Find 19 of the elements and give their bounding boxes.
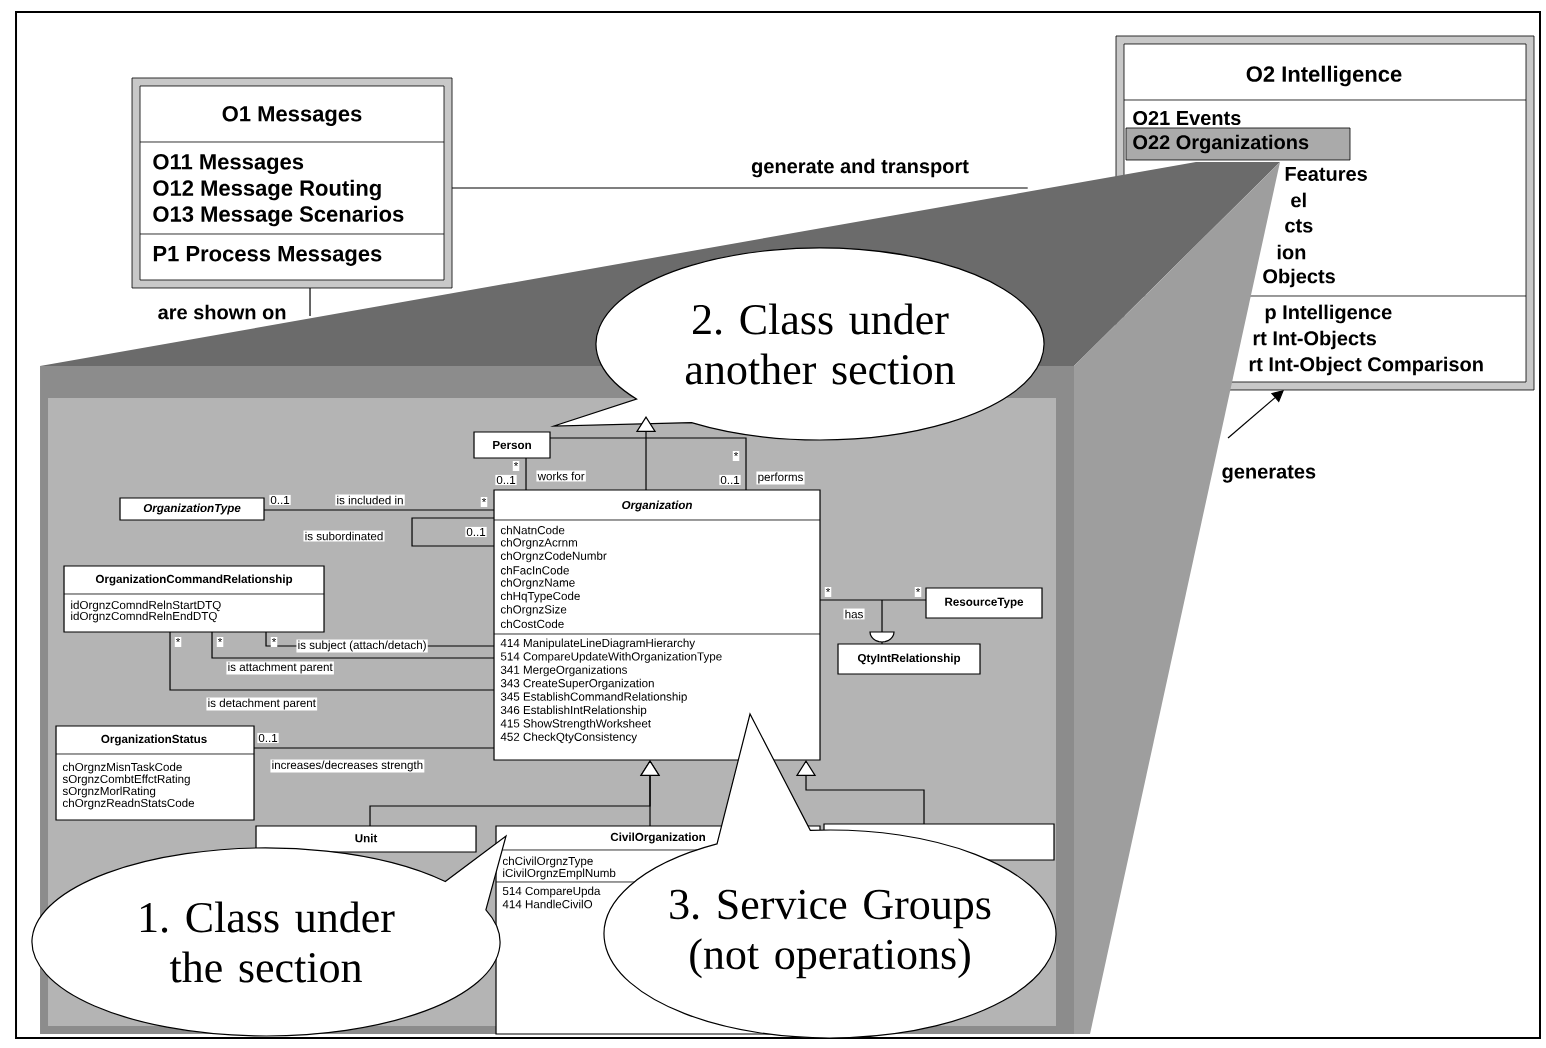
callout-bubble: 2. Class under another section bbox=[553, 247, 1045, 441]
connector bbox=[211, 631, 495, 659]
connector bbox=[411, 517, 495, 547]
node-label: 1. Class under the section bbox=[140, 901, 395, 983]
connector bbox=[253, 747, 495, 749]
connector bbox=[549, 437, 747, 491]
connector bbox=[309, 287, 311, 317]
connector bbox=[1227, 390, 1284, 439]
connector bbox=[869, 599, 895, 645]
section-box: O1 Messages O11 Messages O12 Message Routing O13 Message Scenarios P1 Process Messages bbox=[131, 77, 453, 289]
connector bbox=[451, 187, 1029, 189]
connector bbox=[525, 457, 527, 491]
connector bbox=[263, 509, 495, 511]
connector bbox=[169, 631, 495, 691]
edge-label: are shown on bbox=[156, 303, 288, 321]
connector bbox=[819, 599, 927, 601]
connector bbox=[795, 760, 925, 825]
edge-label: generate and transport bbox=[749, 157, 971, 179]
edge-label: generates bbox=[1220, 464, 1318, 484]
